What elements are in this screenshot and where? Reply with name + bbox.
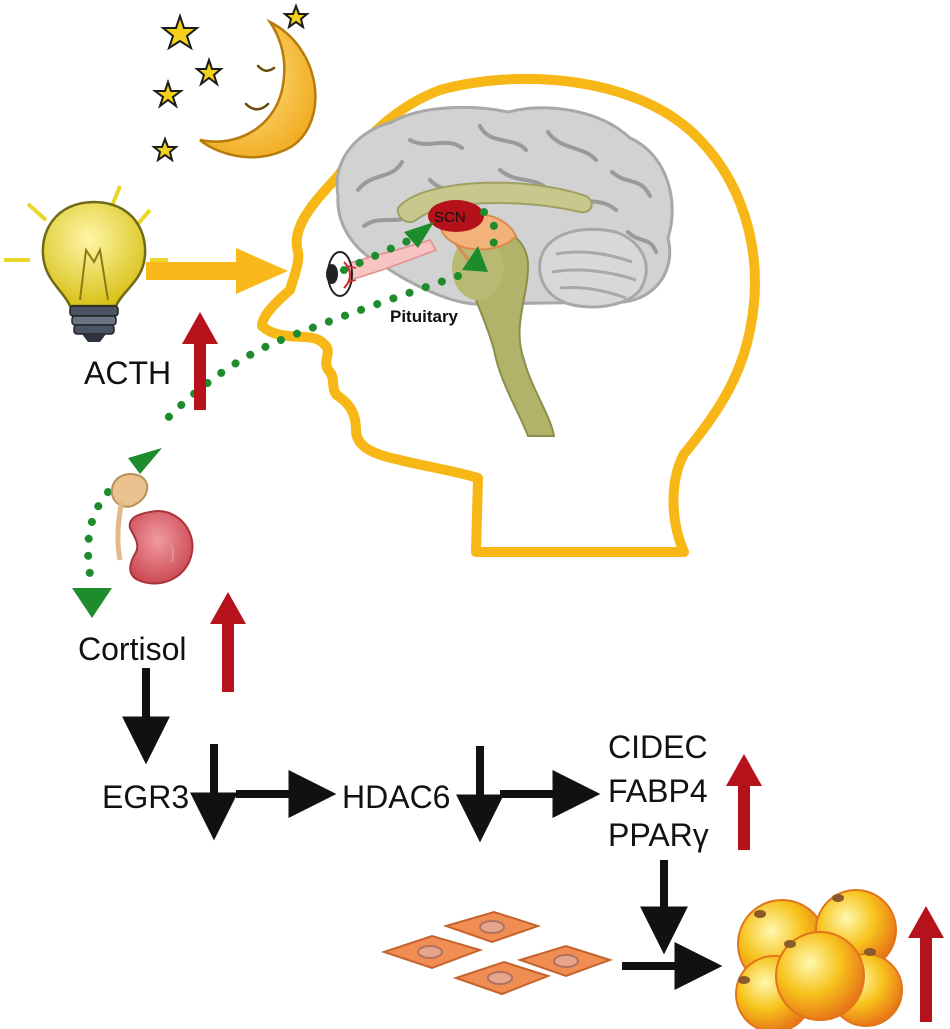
- ppar-gamma-label: PPARγ: [608, 817, 709, 853]
- cortisol-label: Cortisol: [78, 631, 186, 667]
- egr3-label: EGR3: [102, 779, 189, 815]
- pituitary-label: Pituitary: [390, 307, 459, 326]
- light-arrow: [146, 248, 288, 294]
- star-icon: [282, 3, 310, 30]
- scn-nucleus: [428, 200, 484, 232]
- signaling-flow-arrows: [122, 668, 723, 990]
- star-icon: [194, 56, 224, 87]
- genes-increase-arrow: [726, 754, 762, 850]
- eye-icon: [326, 251, 357, 297]
- scn-label: SCN: [434, 209, 466, 226]
- moon-icon: [199, 18, 317, 159]
- cortisol-increase-arrow: [210, 592, 246, 692]
- fabp4-label: FABP4: [608, 773, 708, 809]
- star-icon: [160, 12, 200, 51]
- acth-label: ACTH: [84, 355, 171, 391]
- light-bulb-icon: [4, 185, 168, 342]
- star-icon: [152, 78, 184, 109]
- adipocytes-increase-arrow: [908, 906, 944, 1022]
- pituitary-to-adrenal-path: [154, 272, 462, 432]
- pathway-arrowheads: [72, 222, 488, 618]
- star-icon: [151, 136, 179, 163]
- preadipocyte-icon: [380, 910, 614, 996]
- stars: [151, 3, 310, 163]
- kidney-icon: [110, 473, 194, 585]
- brain-icon: [335, 105, 674, 437]
- eye-to-scn-path: [340, 236, 414, 274]
- adrenal-gland: [110, 473, 149, 508]
- cidec-label: CIDEC: [608, 729, 708, 765]
- adrenal-to-cortisol-path: [84, 488, 112, 590]
- adipocyte-cluster-icon: [735, 889, 903, 1029]
- hdac6-label: HDAC6: [342, 779, 450, 815]
- acth-increase-arrow: [182, 312, 218, 410]
- neural-hormonal-pathway: [84, 208, 500, 590]
